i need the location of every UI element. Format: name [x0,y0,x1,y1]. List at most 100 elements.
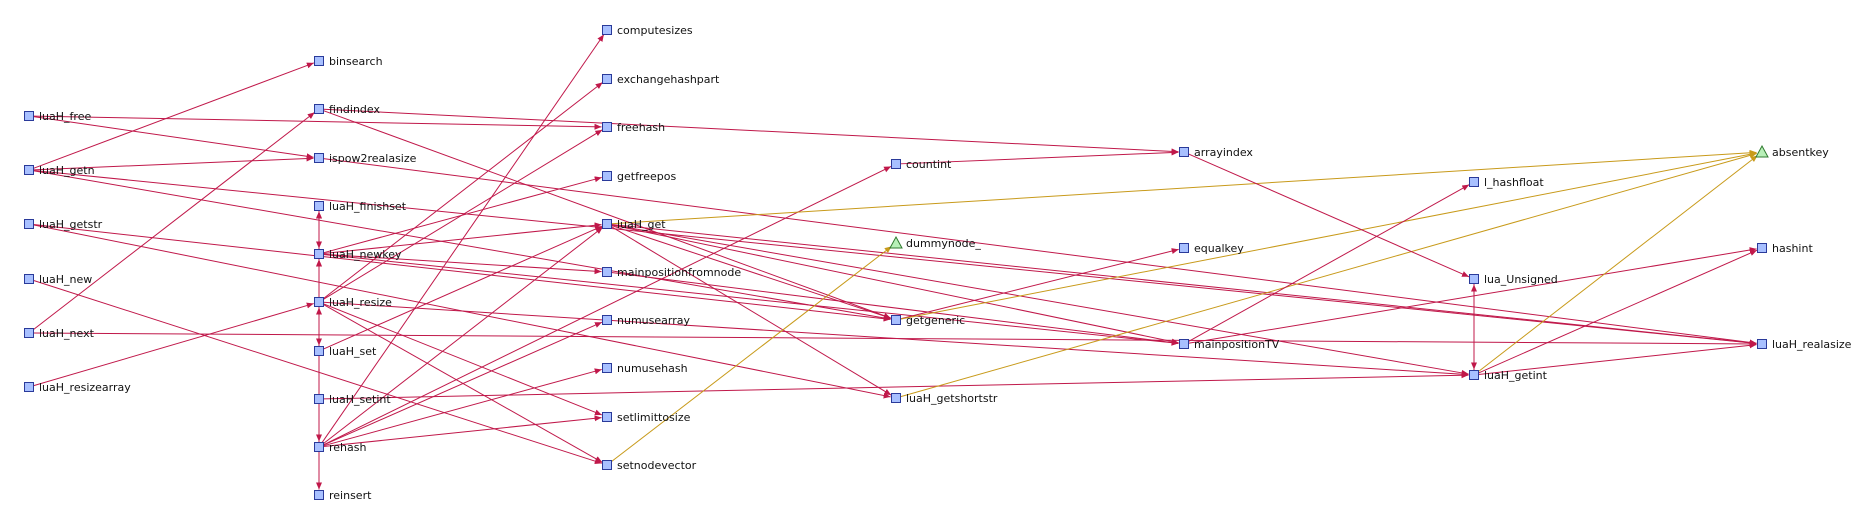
edge-luah-set-to-luah-get [322,225,603,350]
edge-rehash-to-numusehash [323,368,602,447]
edge-mainpositiontv-to-hashint [1188,247,1757,344]
node-luah-newkey[interactable]: luaH_newkey [314,248,403,261]
node-label: luaH_newkey [329,248,402,261]
node-binsearch[interactable]: binsearch [314,55,383,68]
node-label: computesizes [617,24,693,37]
node-ispow2realasize[interactable]: ispow2realasize [314,152,417,165]
edge-mainpositionfromnode-to-mainpositiontv [611,272,1179,346]
node-luah-get[interactable]: luaH_get [602,218,667,231]
node-l-hashfloat[interactable]: l_hashfloat [1469,176,1545,189]
edge-luah-getn-to-binsearch [33,62,315,169]
node-arrayindex[interactable]: arrayindex [1179,146,1254,159]
node-equalkey[interactable]: equalkey [1179,242,1245,255]
edge-findindex-to-getgeneric [323,110,892,319]
node-mainpositionfromnode[interactable]: mainpositionfromnode [602,266,742,279]
node-hashint[interactable]: hashint [1757,242,1814,255]
square-icon [314,442,324,452]
node-luah-getstr[interactable]: luaH_getstr [24,218,103,231]
edge-luah-free-to-ispow2realasize [33,116,314,160]
node-luah-set[interactable]: luaH_set [314,345,378,358]
square-icon [891,393,901,403]
node-computesizes[interactable]: computesizes [602,24,693,37]
node-label: luaH_free [39,110,91,123]
node-label: luaH_setint [329,393,391,406]
node-label: mainpositionTV [1194,338,1280,351]
node-rehash[interactable]: rehash [314,441,367,454]
node-label: luaH_resizearray [39,381,131,394]
square-icon [24,219,34,229]
edge-luah-setint-to-luah-getint [323,372,1469,400]
node-setnodevector[interactable]: setnodevector [602,459,697,472]
edge-ispow2realasize-to-luah-realasize [323,158,1757,346]
node-label: numusehash [617,362,688,375]
node-countint[interactable]: countint [891,158,953,171]
node-label: luaH_realasize [1772,338,1852,351]
square-icon [1179,243,1189,253]
edge-setnodevector-to-dummynode- [610,245,892,463]
edge-getgeneric-to-equalkey [900,248,1179,320]
square-icon [1469,274,1479,284]
node-getfreepos[interactable]: getfreepos [602,170,677,183]
node-label: luaH_resize [329,296,392,309]
edge-luah-resize-to-freehash [322,129,603,301]
node-dummynode-[interactable]: dummynode_ [889,235,981,250]
square-icon [891,315,901,325]
square-icon [314,297,324,307]
edge-getgeneric-to-absentkey [900,151,1757,320]
edge-luah-next-to-findindex [32,111,315,331]
edge-luah-resize-to-luah-getint [323,301,1469,378]
node-luah-next[interactable]: luaH_next [24,327,95,340]
node-label: setnodevector [617,459,697,472]
node-luah-resizearray[interactable]: luaH_resizearray [24,381,132,394]
node-label: lua_Unsigned [1484,273,1558,286]
edge-luah-getint-to-luah-realasize [1478,342,1757,376]
node-mainpositiontv[interactable]: mainpositionTV [1179,338,1280,351]
node-label: luaH_finishset [329,200,407,213]
edge-luah-newkey-to-mainpositiontv [323,253,1179,346]
node-luah-resize[interactable]: luaH_resize [314,296,393,309]
edge-rehash-to-numusearray [322,321,603,446]
node-luah-getn[interactable]: luaH_getn [24,164,95,177]
edge-rehash-to-luah-get [322,226,603,445]
square-icon [24,328,34,338]
edge-luah-newkey-to-mainpositionfromnode [323,253,602,275]
edge-luah-get-to-getgeneric [611,224,891,319]
node-label: luaH_get [617,218,666,231]
node-label: countint [906,158,952,171]
node-luah-realasize[interactable]: luaH_realasize [1757,338,1852,351]
node-label: absentkey [1772,146,1829,159]
square-icon [891,159,901,169]
node-label: ispow2realasize [329,152,417,165]
node-getgeneric[interactable]: getgeneric [891,314,966,327]
node-reinsert[interactable]: reinsert [314,489,373,502]
square-icon [602,412,612,422]
node-label: setlimittosize [617,411,691,424]
edge-luah-get-to-mainpositiontv [611,224,1179,345]
node-label: exchangehashpart [617,73,720,86]
edge-luah-resizearray-to-luah-resize [33,302,314,387]
node-luah-free[interactable]: luaH_free [24,110,92,123]
edge-luah-getshortstr-to-absentkey [900,152,1757,398]
node-luah-finishset[interactable]: luaH_finishset [314,200,407,213]
edge-luah-get-to-luah-getint [611,224,1469,376]
edge-luah-getn-to-ispow2realasize [33,155,314,171]
node-freehash[interactable]: freehash [602,121,666,134]
node-absentkey[interactable]: absentkey [1755,144,1829,159]
node-exchangehashpart[interactable]: exchangehashpart [602,73,721,86]
edge-luah-get-to-luah-getshortstr [610,225,892,396]
node-luah-getshortstr[interactable]: luaH_getshortstr [891,392,998,405]
node-luah-setint[interactable]: luaH_setint [314,393,392,406]
node-findindex[interactable]: findindex [314,103,381,116]
square-icon [602,171,612,181]
node-label: numusearray [617,314,690,327]
edge-luah-getn-to-luah-realasize [33,169,1757,346]
node-luah-new[interactable]: luaH_new [24,273,93,286]
node-setlimittosize[interactable]: setlimittosize [602,411,691,424]
node-luah-getint[interactable]: luaH_getint [1469,369,1548,382]
node-label: hashint [1772,242,1813,255]
node-numusearray[interactable]: numusearray [602,314,691,327]
node-numusehash[interactable]: numusehash [602,362,688,375]
node-lua-unsigned[interactable]: lua_Unsigned [1469,273,1558,286]
square-icon [1469,177,1479,187]
edge-luah-getint-to-absentkey [1477,154,1758,373]
